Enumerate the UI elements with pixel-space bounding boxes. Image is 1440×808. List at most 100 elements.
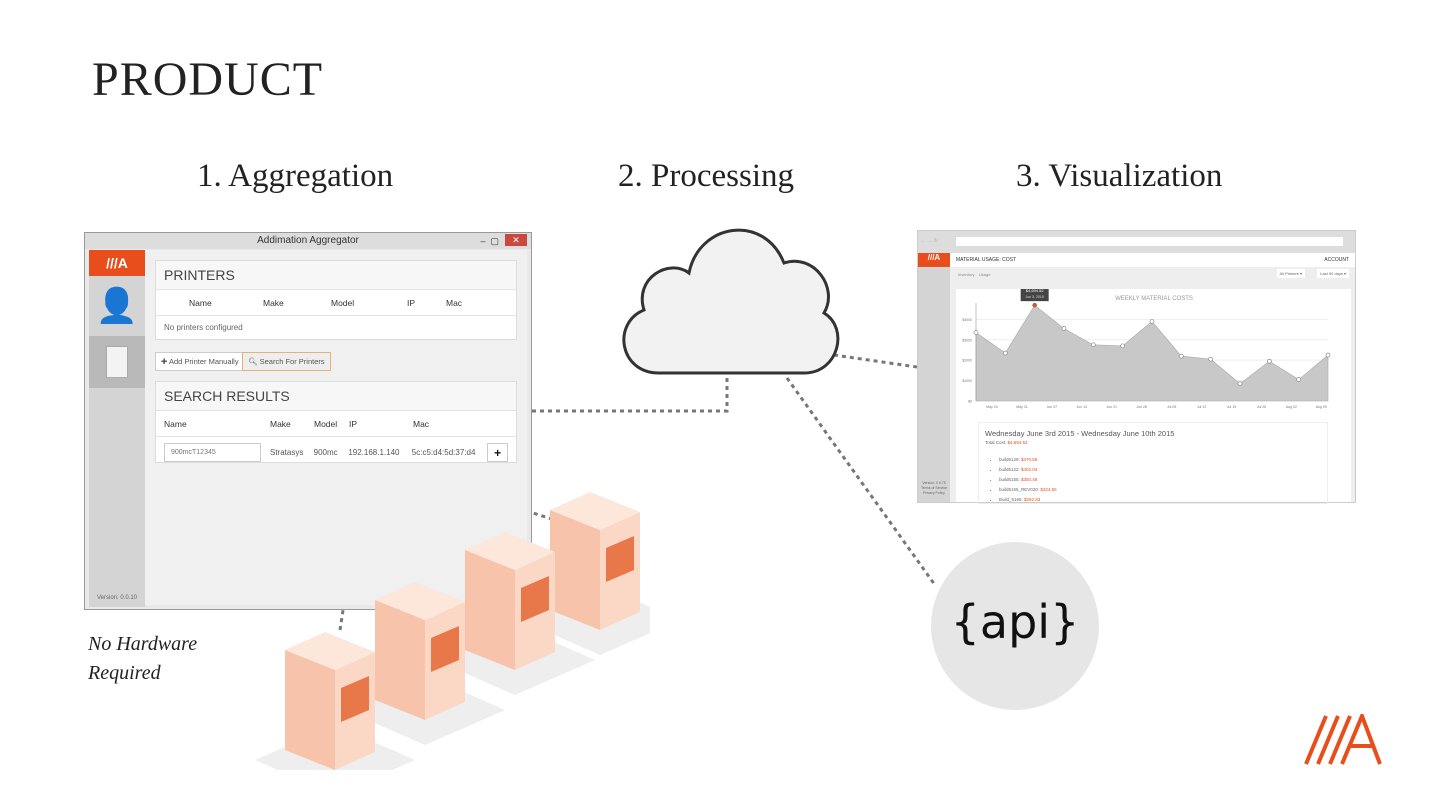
tooltip (1020, 286, 1049, 302)
col-name: Name (189, 297, 212, 308)
data-point (1120, 343, 1125, 349)
y-tick-label: $2000 (962, 359, 972, 363)
y-tick-label: $3000 (962, 338, 972, 342)
build-item: build5122: $402.03 (999, 465, 1321, 475)
data-point (1267, 358, 1272, 364)
build-item: Build_5166: $292.83 (999, 495, 1321, 505)
window-title: Addimation Aggregator (257, 235, 359, 246)
col-ip: IP (349, 418, 358, 429)
sidebar: ///A 👤 Version: 0.0.10 (89, 250, 145, 607)
printer-illustration (255, 632, 415, 770)
search-results-panel: SEARCH RESULTS Name Make Model IP Mac Strata… (155, 381, 517, 463)
empty-message: No printers configured (164, 322, 243, 332)
total-cost: $4,694.52 (1007, 440, 1028, 445)
weekly-cost-chart: WEEKLY MATERIAL COSTS$0$1000$2000$3000$4… (962, 286, 1331, 409)
total-label: Total Cost: (985, 440, 1007, 445)
x-tick-label: Jun 21 (1106, 405, 1117, 409)
step-aggregation: 1. Aggregation (197, 158, 394, 194)
logo: ///A (89, 250, 145, 276)
build-item: build5155: $350.48 (999, 475, 1321, 485)
printers-title: PRINTERS (156, 261, 516, 290)
slide-title: PRODUCT (92, 53, 324, 106)
page-title: MATERIAL USAGE: COST (956, 257, 1017, 263)
col-name: Name (164, 418, 187, 429)
address-bar[interactable] (956, 237, 1343, 246)
tab-usage[interactable]: Usage (978, 272, 991, 277)
x-tick-label: Jul 12 (1197, 405, 1206, 409)
printer-illustration (520, 492, 650, 655)
api-badge: {api} (931, 542, 1099, 710)
version: Version: 0.0.75 (922, 481, 946, 485)
user-icon[interactable]: 👤 (95, 287, 139, 325)
mac-cell: 5c:c5:d4:5d:37:d4 (411, 447, 476, 457)
col-mac: Mac (446, 297, 463, 308)
ip-cell: 192.168.1.140 (348, 447, 400, 457)
col-model: Model (314, 418, 338, 429)
add-printer-manually-button[interactable]: ✚ Add Printer Manually (155, 352, 245, 371)
col-mac: Mac (413, 418, 430, 429)
data-point (1061, 326, 1067, 331)
nav-arrows-icon[interactable]: ← → ↻ (921, 238, 938, 244)
x-tick-label: Jun 14 (1077, 405, 1088, 409)
printers-illustration (255, 492, 650, 770)
tooltip-date: Jun 3, 2015 (1026, 295, 1044, 299)
version: Version: 0.0.10 (96, 595, 138, 601)
x-tick-label: Aug 09 (1316, 405, 1327, 409)
printer-icon (106, 346, 128, 378)
printer-illustration (345, 582, 505, 745)
privacy-link[interactable]: Privacy Policy (923, 491, 945, 495)
account-link[interactable]: ACCOUNT (1324, 257, 1349, 263)
window-controls[interactable]: – ▢ (480, 236, 499, 246)
x-tick-label: May 31 (1016, 405, 1028, 409)
step-visualization: 3. Visualization (1016, 158, 1223, 194)
printers-panel: PRINTERS Name Make Model IP Mac No printers … (155, 260, 517, 340)
x-tick-label: Jun 07 (1047, 405, 1058, 409)
table-row: Stratasys 900mc 192.168.1.140 5c:c5:d4:5d:3… (156, 437, 516, 467)
search-results-title: SEARCH RESULTS (156, 382, 516, 411)
step-processing: 2. Processing (618, 158, 794, 194)
date-filter[interactable]: Last 90 days ▾ (1317, 269, 1349, 278)
x-tick-label: Aug 02 (1286, 405, 1297, 409)
cloud-icon (622, 228, 840, 375)
y-tick-label: $0 (968, 400, 972, 404)
terms-link[interactable]: Terms of Service (920, 486, 948, 490)
data-point (1091, 342, 1096, 348)
x-tick-label: Jul 05 (1167, 405, 1176, 409)
col-make: Make (263, 297, 284, 308)
add-printer-button[interactable]: + (487, 442, 508, 462)
tooltip-value: $4,694.52 (1026, 289, 1045, 293)
data-point (973, 330, 979, 335)
close-button[interactable]: ✕ (505, 234, 527, 246)
x-tick-label: Jul 26 (1257, 405, 1266, 409)
printer-illustration (435, 532, 595, 695)
tab-inventory[interactable]: Inventory (958, 272, 975, 277)
model-cell: 900mc (313, 447, 338, 457)
chart-title: WEEKLY MATERIAL COSTS (1115, 296, 1193, 302)
logo: ///A (918, 253, 950, 267)
data-point (1208, 356, 1213, 362)
make-cell: Stratasys (270, 447, 304, 457)
date-range: Wednesday June 3rd 2015 - Wednesday June… (985, 429, 1175, 438)
printer-name-input[interactable] (164, 442, 261, 462)
col-make: Make (270, 418, 291, 429)
col-model: Model (331, 297, 355, 308)
search-printers-button[interactable]: 🔍︎ Search For Printers (242, 352, 331, 371)
aggregator-window: Addimation Aggregator – ▢ ✕ ///A 👤 Versio… (84, 232, 532, 610)
data-point (1003, 350, 1008, 356)
addimation-logo (1304, 714, 1382, 765)
data-point (1149, 319, 1155, 324)
col-ip: IP (407, 297, 416, 308)
printer-nav-item[interactable] (89, 336, 145, 388)
data-point (1325, 352, 1331, 358)
x-tick-label: Jun 28 (1136, 405, 1147, 409)
data-point (1032, 302, 1037, 308)
data-point (1296, 377, 1301, 382)
data-point (1237, 381, 1243, 386)
build-item: build5155_REV020: $324.55 (999, 485, 1321, 495)
printers-filter[interactable]: All Printers ▾ (1276, 269, 1305, 278)
y-tick-label: $4000 (962, 318, 972, 322)
x-tick-label: May 24 (986, 405, 998, 409)
